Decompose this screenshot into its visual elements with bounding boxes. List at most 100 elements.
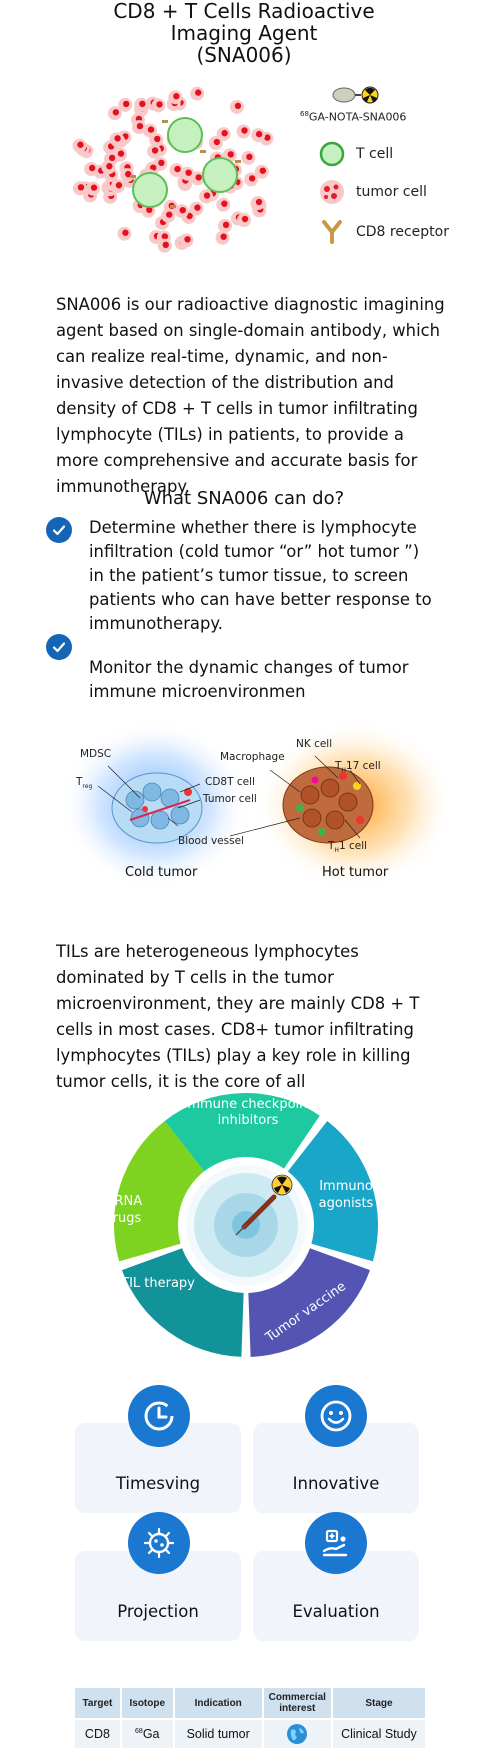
title-line-3: (SNA006) [196,43,292,67]
segment-label-agonists-1: Immuno [319,1179,373,1194]
t-cell-icon [318,140,346,168]
label-mdsc: MDSC [80,748,112,760]
tumor-cell-nucleus [184,236,191,243]
tumor-cell-nucleus [186,212,193,220]
tumor-cell-nucleus [221,129,228,137]
tumor-cell-nucleus [154,135,161,143]
cold-tumor-caption: Cold tumor [125,865,198,880]
feature-card-innovative: Innovative [253,1423,419,1513]
title-line-2: Imaging Agent [170,21,318,45]
tumor-cell-nucleus [195,89,202,96]
tumor-cell-nucleus [241,127,248,134]
probe-icon [332,86,379,104]
clock-icon [128,1385,190,1447]
tumor-cell-nucleus [162,241,169,249]
product-table: Target Isotope Indication Commercial int… [75,1688,428,1748]
cell-commercial-interest [262,1718,333,1748]
label-treg: Treg [76,776,93,791]
tumor-cell-nucleus [156,101,163,108]
tumor-cell-nucleus [246,153,253,161]
tumor-cell-nucleus [125,170,132,178]
tumor-cell-nucleus [150,164,157,171]
tumor-cell-nucleus [114,135,121,142]
tumor-cell-nucleus [88,164,96,172]
tumor-cell-nucleus [185,169,192,176]
segment-label-til: TIL therapy [120,1276,195,1291]
label-cd8t-cell: CD8T cell [205,776,255,788]
table-header: Stage [331,1688,428,1719]
cell-target: CD8 [75,1718,122,1748]
wheel-segment [164,1093,320,1172]
table-header: Isotope [120,1688,175,1719]
tumor-cell-nucleus [227,151,234,158]
tumor-cell-nucleus [146,206,153,214]
title-line-1: CD8 + T Cells Radioactive [113,0,375,23]
table-row: CD8 68Ga Solid tumor Clinical Study [75,1718,428,1748]
immunotherapy-wheel: Immune checkpoint inhibitors Immuno agon… [102,1093,378,1357]
tumor-cell-nucleus [112,109,120,116]
cell-indication: Solid tumor [173,1718,264,1748]
tumor-cell-nucleus [179,206,186,214]
tumor-cell-nucleus [259,167,267,174]
tumor-cell-nucleus [264,134,271,141]
tumor-cell-nucleus [151,147,159,154]
table-header: Commercial interest [262,1688,333,1719]
tumor-cell-nucleus [248,175,256,182]
tumor-cell-nucleus [115,182,123,189]
label-macrophage: Macrophage [220,751,285,763]
t-cell-cluster [130,117,241,208]
tumor-cell-nucleus [108,154,116,162]
segment-label-checkpoint-1: Immune checkpoint [184,1097,313,1112]
label-th1-cell: TH1 cell [328,840,368,855]
tumor-cell-nucleus [117,150,125,157]
tumor-cell-nucleus [213,138,221,146]
table-header: Indication [173,1688,264,1719]
cold-tumor-mass [111,772,203,844]
segment-label-checkpoint-2: inhibitors [218,1113,279,1128]
syringe-icon [235,1174,293,1236]
segment-label-agonists-2: agonists [319,1196,374,1211]
tumor-cell-nucleus [161,233,169,240]
cold-hot-tumor-figure: MDSC Treg CD8T cell Tumor cell Blood ves… [60,720,450,900]
tumor-cell-nucleus [122,100,130,108]
label-tumor-cell: Tumor cell [203,793,257,805]
table-header-row: Target Isotope Indication Commercial int… [75,1688,428,1719]
probe-label: 68GA-NOTA-SNA006 [300,110,407,124]
intro-paragraph: SNA006 is our radioactive diagnostic ima… [56,295,445,496]
tumor-cell-nucleus [158,159,165,167]
tumor-tcell-illustration [72,86,274,253]
label-nk-cell: NK cell [296,738,333,750]
tumor-cell-nucleus [173,93,180,100]
feature-label: Innovative [292,1474,380,1493]
check-icon [46,517,72,543]
tumor-cell-nucleus [139,100,146,108]
feature-label: Evaluation [292,1602,380,1621]
cell-stage: Clinical Study [331,1718,428,1748]
capabilities-heading: What SNA006 can do? [143,488,345,509]
label-blood-vessel: Blood vessel [178,835,244,847]
cell-isotope: 68Ga [120,1718,175,1748]
cd8-receptor-icon [318,218,346,246]
page-title: CD8 + T Cells Radioactive Imaging Agent … [0,0,488,66]
legend-tumor-cell: tumor cell [318,178,427,206]
medical-evaluation-icon [305,1512,367,1574]
virus-icon [128,1512,190,1574]
tumor-cell-nucleus [195,174,202,181]
tumor-cell-nucleus [106,163,113,170]
tumor-cell-nucleus [90,184,98,191]
tumor-cell-nucleus [255,198,263,206]
check-icon [46,634,72,660]
tumor-cell-nucleus [222,221,230,229]
segment-label-mrna-1: mRNA [102,1194,142,1209]
legend-cd8-receptor: CD8 receptor [318,218,449,246]
hot-tumor-caption: Hot tumor [322,865,389,880]
globe-icon [287,1724,308,1744]
segment-label-mrna-2: Drugs [103,1211,142,1226]
tumor-cell-nucleus [77,141,84,148]
tumor-cell-nucleus [166,211,173,218]
wheel-segment [114,1120,205,1262]
tumor-cell-nucleus [221,200,228,207]
hot-tumor-mass [282,766,374,844]
tils-paragraph: TILs are heterogeneous lymphocytes domin… [56,942,420,1091]
tumor-cell-nucleus [220,233,227,240]
